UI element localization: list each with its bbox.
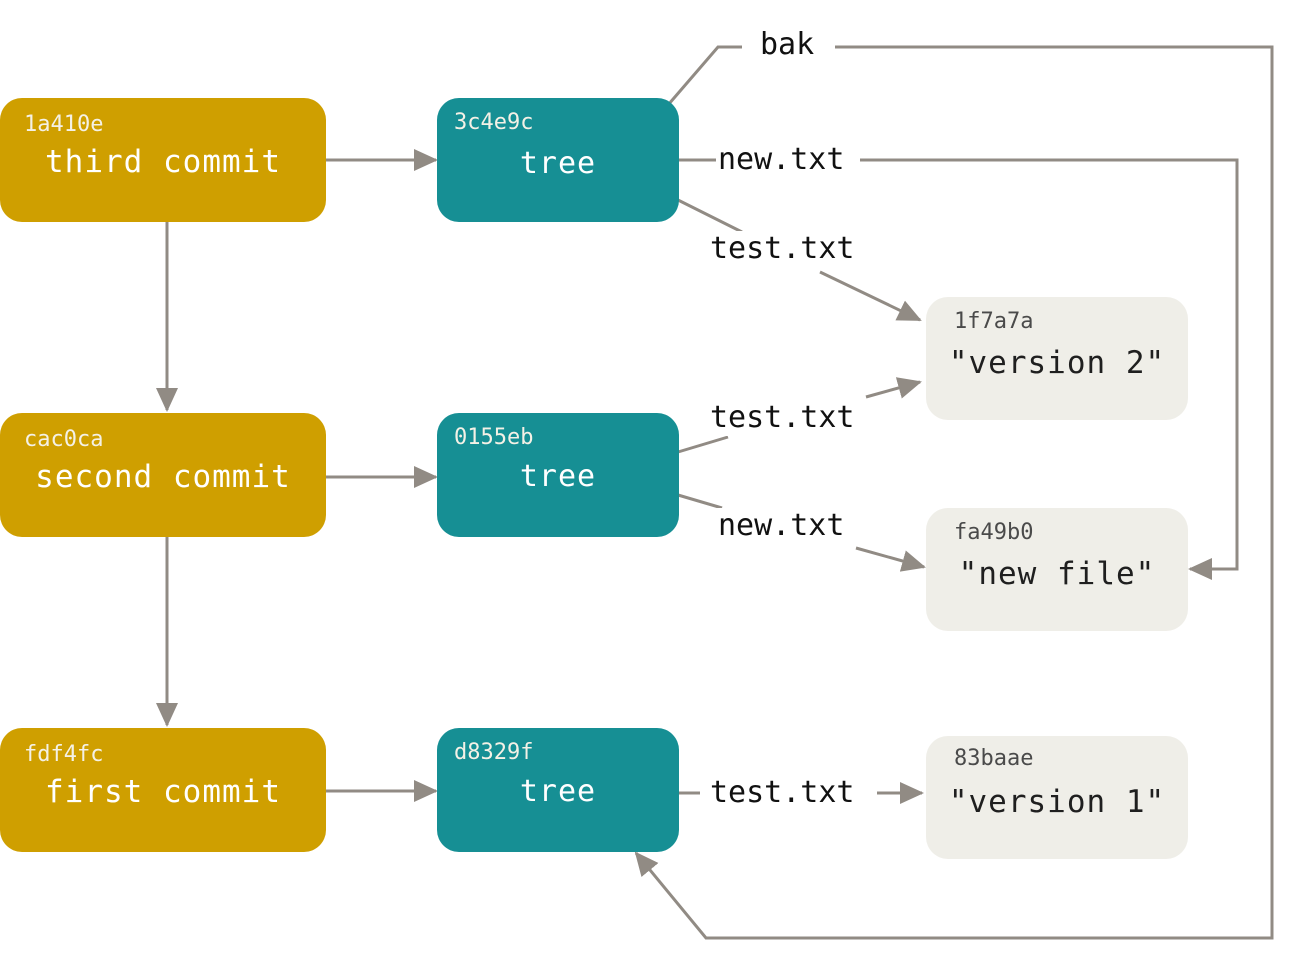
- commit-hash: 1a410e: [24, 112, 104, 137]
- blob-hash: 1f7a7a: [954, 309, 1034, 334]
- tree-node-3c4e9c: 3c4e9c tree: [437, 98, 679, 222]
- blob-node-1f7a7a: 1f7a7a "version 2": [926, 297, 1188, 420]
- tree-node-0155eb: 0155eb tree: [437, 413, 679, 537]
- commit-hash: fdf4fc: [24, 742, 104, 767]
- edge-label-bak: bak: [758, 27, 817, 63]
- blob-hash: fa49b0: [954, 520, 1034, 545]
- commit-node-third: 1a410e third commit: [0, 98, 326, 222]
- blob-content: "version 1": [948, 784, 1166, 820]
- edge-label-tree2-new: new.txt: [716, 508, 847, 544]
- tree-hash: 0155eb: [454, 425, 534, 450]
- commit-node-second: cac0ca second commit: [0, 413, 326, 537]
- blob-node-83baae: 83baae "version 1": [926, 736, 1188, 859]
- tree-label: tree: [519, 146, 597, 181]
- edge-label-tree1-new: new.txt: [716, 142, 847, 178]
- tree-label: tree: [519, 774, 597, 809]
- commit-message: second commit: [35, 459, 291, 495]
- commit-hash: cac0ca: [24, 427, 104, 452]
- commit-node-first: fdf4fc first commit: [0, 728, 326, 852]
- edge-tree2-new-b: [855, 546, 926, 572]
- commit-message: third commit: [45, 144, 281, 180]
- tree-node-d8329f: d8329f tree: [437, 728, 679, 852]
- edge-tree1-test-a: [677, 198, 743, 234]
- edge-bak-return: [634, 45, 1274, 940]
- blob-content: "version 2": [948, 345, 1166, 381]
- edge-tree1-test-b: [819, 270, 922, 322]
- tree-hash: 3c4e9c: [454, 110, 534, 135]
- edge-label-tree1-test: test.txt: [708, 231, 857, 267]
- blob-hash: 83baae: [954, 746, 1034, 771]
- commit-message: first commit: [45, 774, 281, 810]
- edge-label-tree2-test: test.txt: [708, 400, 857, 436]
- edge-tree2-test-a: [677, 435, 729, 454]
- blob-content: "new file": [958, 556, 1156, 592]
- blob-node-fa49b0: fa49b0 "new file": [926, 508, 1188, 631]
- edge-tree2-test-b: [865, 377, 922, 399]
- edge-label-tree3-test: test.txt: [708, 775, 857, 811]
- tree-hash: d8329f: [454, 740, 534, 765]
- edge-bak: [666, 45, 742, 106]
- edge-tree1-new-b: [860, 158, 1239, 580]
- tree-label: tree: [519, 459, 597, 494]
- edge-tree2-new-a: [677, 493, 723, 510]
